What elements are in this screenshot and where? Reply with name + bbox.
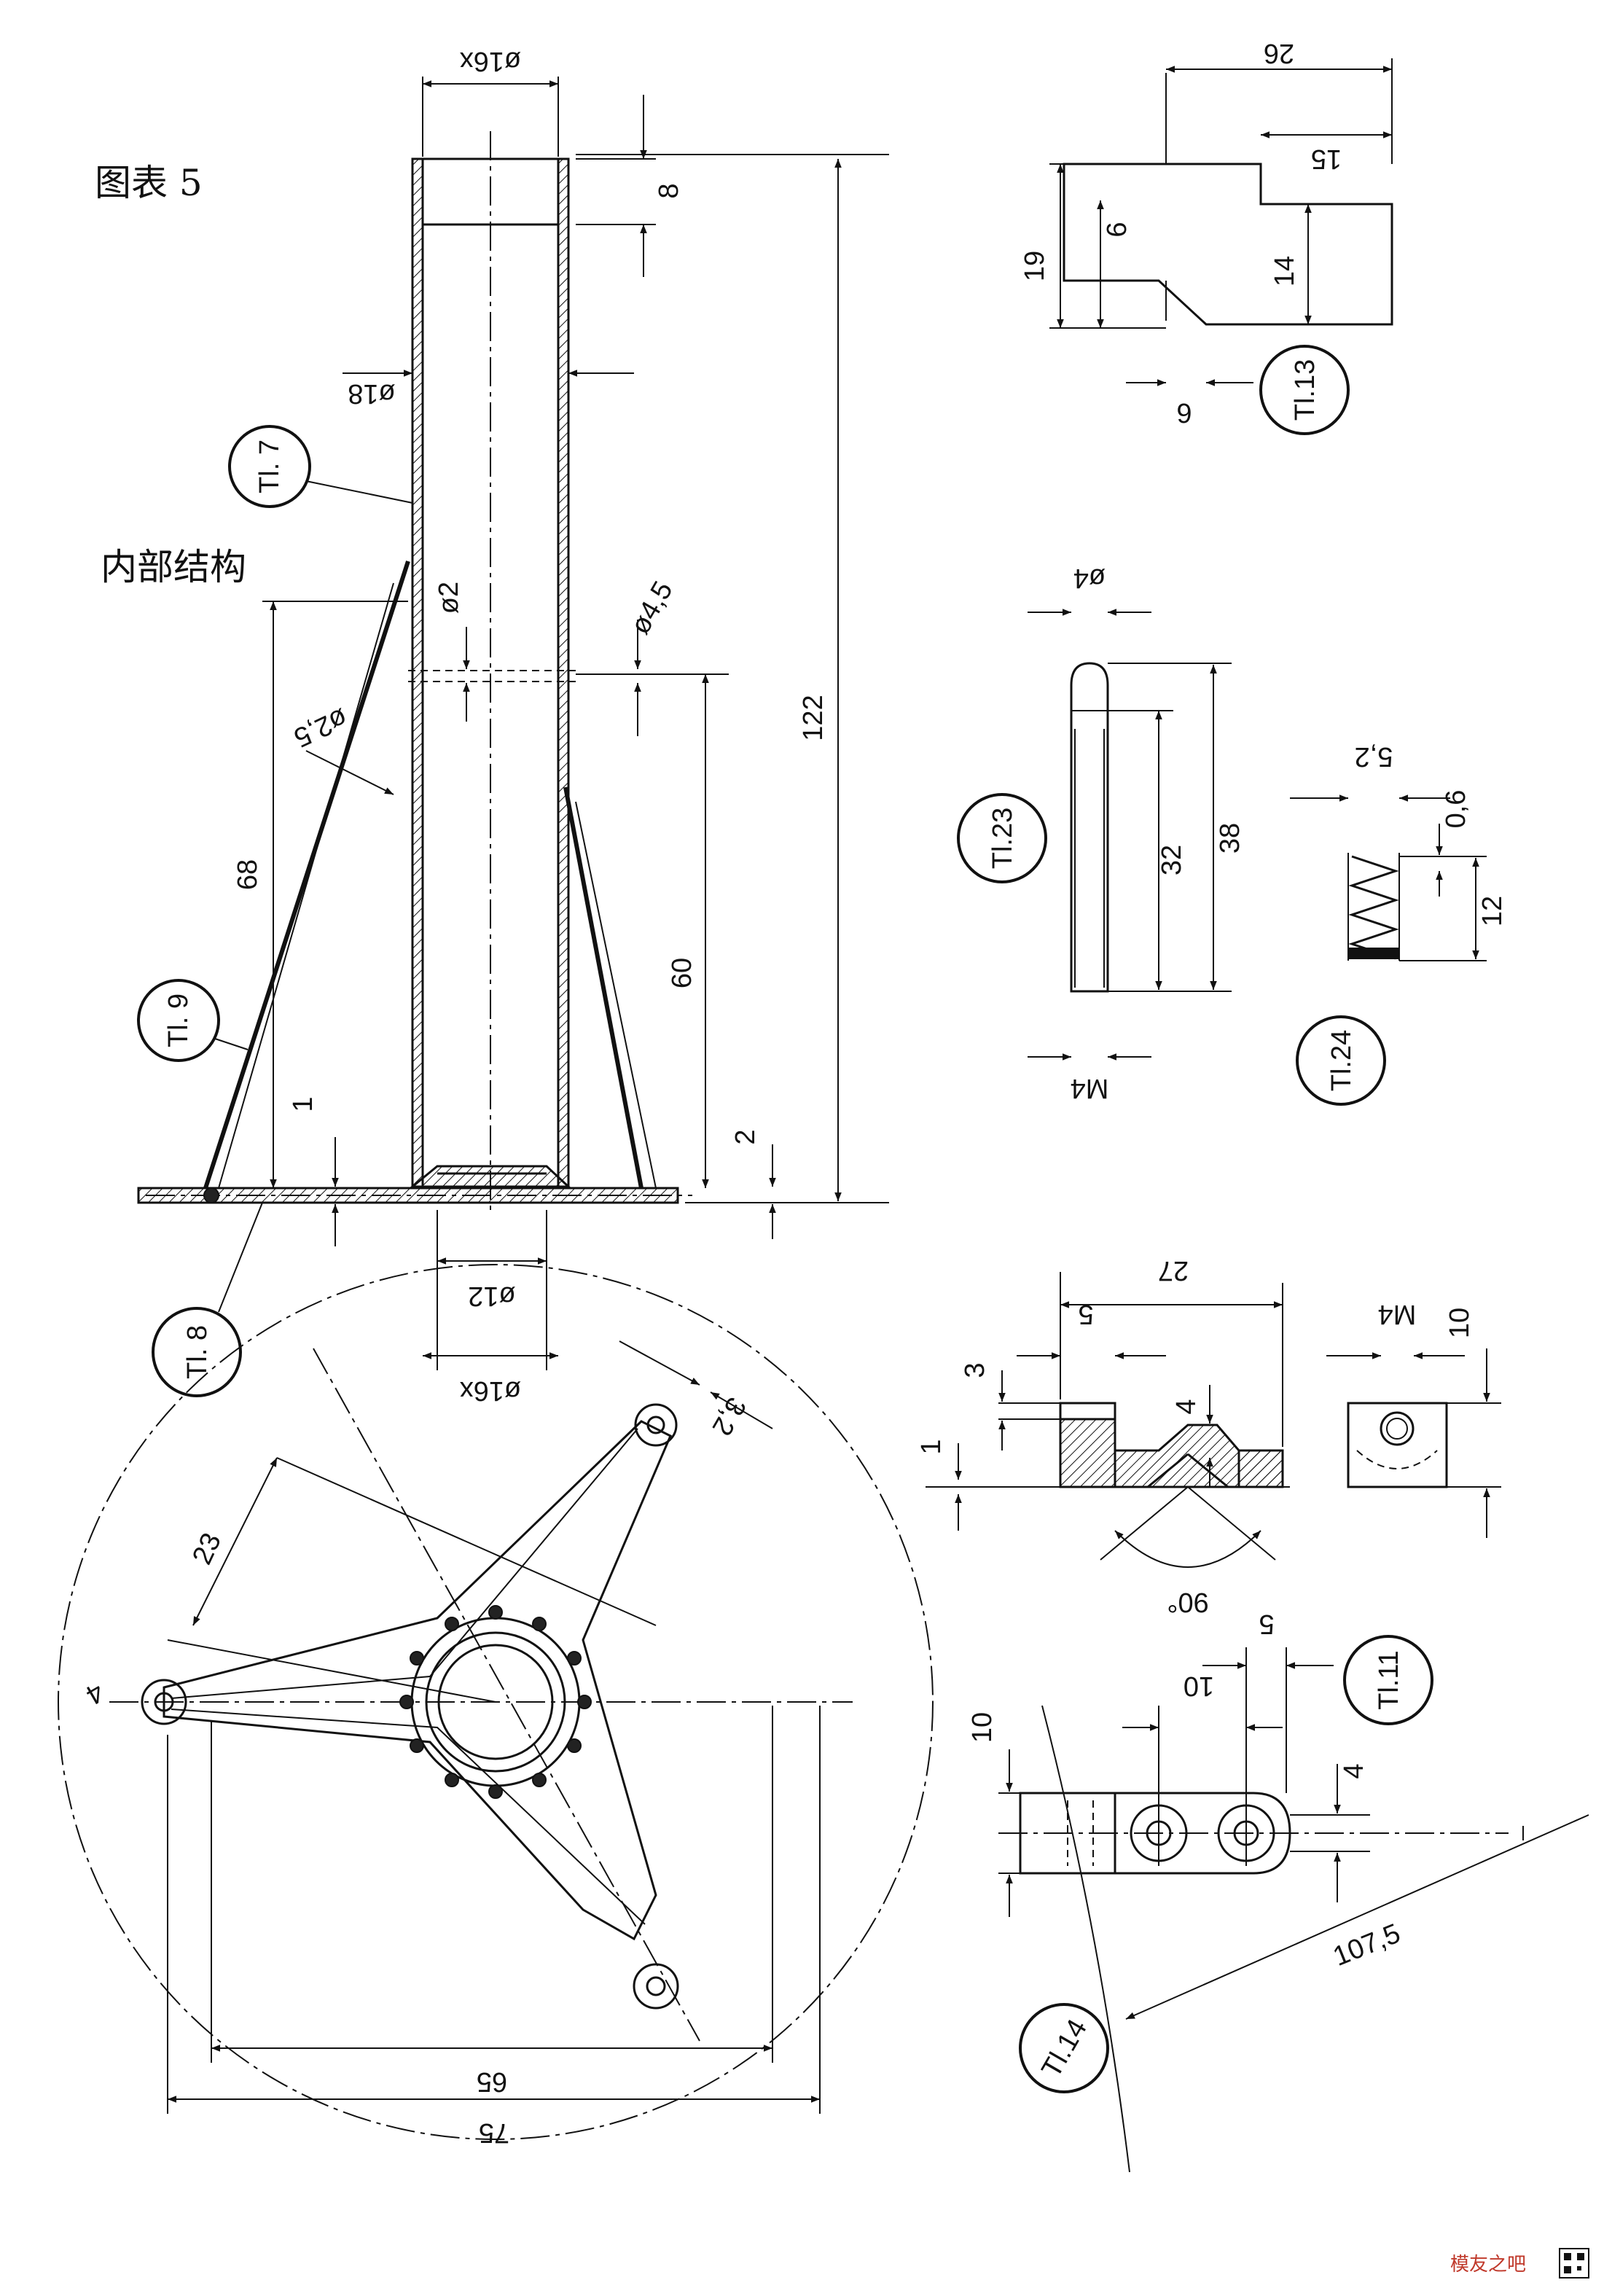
figure-caption: 图表 5 [95, 162, 203, 204]
dim-bottom-inner: ø12 [468, 1281, 515, 1311]
bracket-outline [1063, 163, 1393, 326]
dim-wire: 0,6 [1441, 790, 1471, 829]
arm-eye-left [141, 1679, 187, 1725]
dim-pin-shank: 32 [1157, 845, 1187, 875]
dim-lower-height: 14 [1269, 256, 1300, 286]
dim-angle: 90° [1167, 1587, 1208, 1617]
dim-link-pitch: 10 [1184, 1671, 1214, 1701]
internal-structure-caption: 内部结构 [101, 546, 246, 588]
link-t11: 10 5 10 4 107,5 Tl.11 Tl.14 [967, 1609, 1589, 2173]
dim-outer-span: 75 [479, 2117, 509, 2148]
dim-arm-width: 3,2 [706, 1392, 752, 1441]
dim-pin-thread: M4 [1071, 1073, 1109, 1104]
dim-total-height: 122 [798, 695, 829, 741]
tag-t23: Tl.23 [987, 808, 1018, 869]
dim-flange-thickness: 2 [730, 1129, 761, 1144]
dim-plate-thickness: 1 [288, 1096, 318, 1112]
dim-total-height-19: 19 [1020, 251, 1050, 281]
dim-angle-mark: 4 [80, 1676, 109, 1711]
dim-hole-height: 60 [667, 958, 697, 988]
dim-chamfer-h: 6 [1176, 397, 1192, 428]
tag-t13: Tl.13 [1290, 359, 1321, 421]
dim-strut-height: 68 [232, 859, 263, 890]
strut-right [563, 786, 643, 1189]
tag-t11: Tl.11 [1374, 1650, 1404, 1710]
spring-t24: 5,2 0,6 12 Tl.24 [1290, 741, 1508, 1106]
dim-coil-dia: 5,2 [1355, 741, 1393, 772]
strut-left [203, 561, 410, 1189]
dim-top-band: 8 [654, 183, 684, 198]
threaded-block-outline [1347, 1402, 1448, 1488]
dim-inner-span: 65 [477, 2066, 507, 2097]
dim-slot-depth: 3 [960, 1362, 990, 1378]
tube-assembly: ø16x 8 122 ø18 Tl. 7 ø2 ø4,5 ø2,5 68 [137, 46, 889, 1406]
tag-t24: Tl.24 [1326, 1030, 1357, 1091]
dim-pin-length: 38 [1215, 823, 1245, 854]
dim-strut-dia: ø2,5 [289, 702, 353, 753]
dim-step-height: 15 [1311, 144, 1342, 174]
dim-wall-outer: ø18 [348, 378, 395, 409]
dim-link-radius: 107,5 [1329, 1918, 1405, 1973]
threaded-block: M4 10 [1326, 1299, 1501, 1538]
watermark: 模友之吧 [1450, 2248, 1589, 2279]
dim-offset: 23 [187, 1528, 227, 1569]
pin-body [1070, 662, 1109, 993]
tube-wall-left [411, 157, 424, 1188]
tag-t7: Tl. 7 [254, 440, 285, 493]
dim-link-thickness: 4 [1339, 1763, 1369, 1778]
dim-pin-dia: ø4 [1073, 563, 1106, 593]
pitch-circle [58, 1264, 934, 2140]
dim-hole-small: ø2 [434, 582, 464, 614]
link-radius-arc [1041, 1705, 1130, 2173]
dim-hole-large: ø4,5 [625, 577, 678, 640]
dim-spring-length: 12 [1477, 896, 1508, 926]
dim-bottom-outer: ø16x [460, 1375, 521, 1406]
dim-link-end: 5 [1259, 1609, 1274, 1639]
dim-link-height: 10 [967, 1712, 998, 1743]
tube-wall-right [557, 157, 570, 1188]
dim-block-height: 10 [1444, 1308, 1475, 1338]
dim-block-base: 1 [916, 1439, 947, 1454]
dim-slot: 5 [1078, 1299, 1093, 1329]
dim-top-dia: ø16x [460, 46, 521, 77]
arm-eye-top [634, 1403, 678, 1447]
dim-thread: M4 [1378, 1299, 1417, 1329]
tag-t9: Tl. 9 [163, 993, 194, 1047]
spring-coil [1348, 855, 1399, 960]
bracket-t13: 26 15 19 14 6 6 Tl.13 [1020, 38, 1393, 435]
tube-flange [409, 1165, 571, 1188]
arm-eye-bottom [633, 1963, 679, 2010]
slotted-block: 27 5 3 1 4 90° [916, 1255, 1290, 1617]
pin-t23: ø4 32 38 M4 Tl.23 [957, 563, 1245, 1104]
tag-t8: Tl. 8 [182, 1325, 213, 1379]
watermark-text: 模友之吧 [1450, 2253, 1526, 2275]
dim-groove: 4 [1171, 1399, 1202, 1414]
dim-block-length: 27 [1158, 1255, 1189, 1286]
dim-bracket-width: 26 [1264, 38, 1294, 69]
dim-chamfer-v: 6 [1102, 222, 1132, 237]
